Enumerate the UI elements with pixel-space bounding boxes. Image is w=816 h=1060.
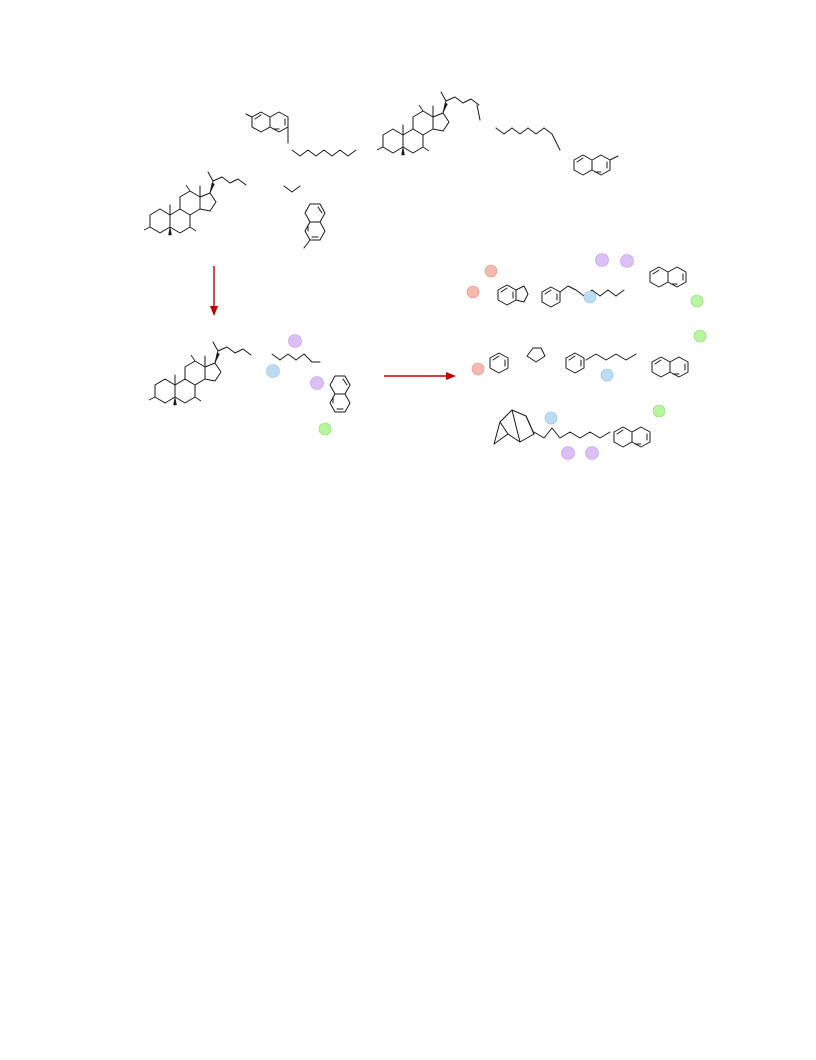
site-pink-1 [484, 264, 498, 278]
site-blue-2 [583, 290, 597, 304]
site-blue-1 [266, 364, 280, 378]
site-blue-3 [600, 368, 614, 382]
site-green-1 [318, 422, 332, 436]
naphthalene-assembled [329, 375, 351, 413]
steroid-assembled [148, 341, 252, 406]
site-green-2 [690, 294, 704, 308]
site-green-3 [693, 329, 707, 343]
naphthalene-fragment-2 [573, 154, 619, 176]
arrow-right [384, 372, 456, 380]
site-violet-3 [595, 253, 609, 267]
product-3 [493, 404, 666, 460]
product-2 [471, 329, 707, 382]
adamantane [493, 409, 535, 445]
alkyl-chain-2 [495, 127, 561, 151]
site-green-4 [652, 404, 666, 418]
top-fragments [143, 91, 619, 249]
site-pink-2 [466, 285, 480, 299]
naphthalene-fragment-3 [303, 203, 326, 249]
right-products [466, 253, 707, 460]
site-blue-4 [544, 411, 558, 425]
naphthalene-fragment-1 [245, 111, 289, 144]
middle-assembled [148, 334, 351, 436]
site-pink-3 [471, 362, 485, 376]
product-1 [466, 253, 704, 308]
steroid-fragment-top [376, 91, 480, 156]
steroid-fragment-left [143, 171, 247, 236]
site-violet-4 [620, 254, 634, 268]
site-violet-6 [585, 446, 599, 460]
alkyl-chain-1 [291, 149, 357, 157]
site-violet-5 [561, 446, 575, 460]
site-violet-1 [288, 334, 302, 348]
site-violet-2 [310, 376, 324, 390]
arrow-down [210, 266, 218, 316]
